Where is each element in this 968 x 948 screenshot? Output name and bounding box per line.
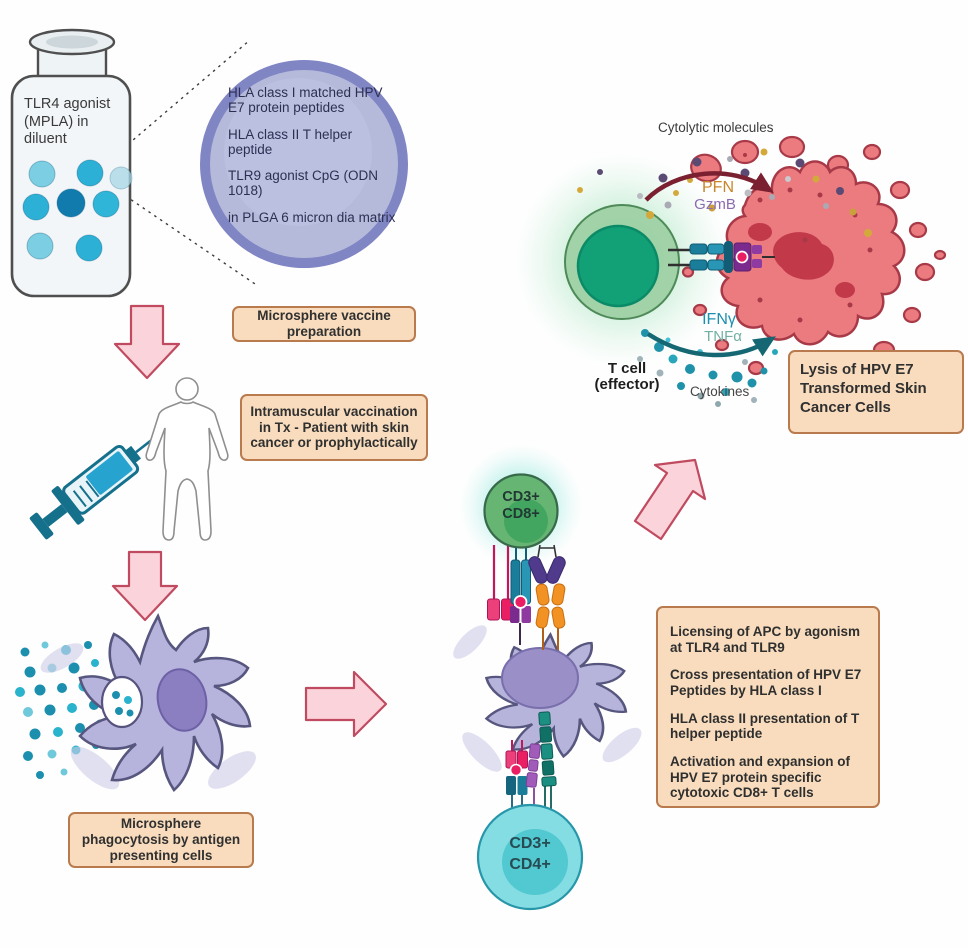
arrow-down-2	[111, 550, 179, 622]
cancer-cells-icon	[681, 135, 947, 391]
flow-arrows	[111, 304, 707, 738]
cd4-line1: CD3+	[509, 835, 551, 852]
cytolytic-arrow	[644, 171, 774, 202]
circle-item: TLR9 agonist CpG (ODN 1018)	[228, 168, 379, 199]
receptor-complex-cd8-apc	[487, 544, 566, 650]
tcell-effector-line2: (effector)	[594, 376, 660, 394]
human-figure-icon	[145, 377, 229, 541]
tcell-effector-label: T cell (effector)	[583, 360, 671, 394]
cd4-tcell-icon	[476, 803, 584, 911]
magnification-dotted-lines	[107, 39, 259, 287]
receptor-complex-tcell-cancer	[668, 241, 775, 273]
apc-cell-center	[453, 625, 642, 772]
microsphere-circle-text: HLA class I matched HPV E7 protein pepti…	[228, 85, 396, 226]
circle-item: HLA class I matched HPV E7 protein pepti…	[228, 85, 383, 115]
microsphere-circle-icon	[200, 60, 408, 268]
arrow-right	[304, 670, 388, 738]
licensing-item: HLA class II presentation of T helper pe…	[670, 710, 860, 742]
vial-label: TLR4 agonist (MPLA) in diluent	[24, 96, 111, 148]
tnfa-label: TNFα	[704, 328, 742, 345]
microsphere-beads	[22, 159, 133, 262]
vial-icon	[10, 28, 133, 298]
cytokine-dots	[637, 329, 778, 407]
apc-center-nucleus	[501, 647, 579, 709]
lysis-box: Lysis of HPV E7 Transformed Skin Cancer …	[788, 350, 964, 434]
licensing-item: Licensing of APC by agonism at TLR4 and …	[670, 624, 861, 655]
licensing-item: Activation and expansion of HPV E7 prote…	[670, 753, 851, 801]
cytokines-label: Cytokines	[690, 384, 750, 399]
cytolytic-molecules-label: Cytolytic molecules	[658, 120, 774, 135]
ifng-label: IFNγ	[702, 311, 736, 328]
cd4-line2: CD4+	[509, 855, 551, 873]
cd8-line1: CD3+	[502, 489, 540, 505]
tcell-effector-icon	[564, 204, 680, 320]
microsphere-dots	[15, 641, 114, 779]
cytokine-arrow	[646, 332, 776, 358]
syringe-icon	[29, 423, 173, 540]
phagocytosis-box: Microsphere phagocytosis by antigen pres…	[68, 812, 254, 868]
tcell-effector-line1: T cell	[607, 360, 647, 377]
apc-left-vacuole	[100, 675, 144, 729]
apc-left-nucleus	[156, 668, 208, 732]
circle-item: in PLGA 6 micron dia matrix	[228, 210, 396, 226]
circle-item: HLA class II T helper peptide	[228, 126, 353, 157]
cd4-cell-label: CD3+ CD4+	[493, 834, 567, 876]
cd8-tcell-icon	[483, 473, 559, 549]
preparation-box: Microsphere vaccine preparation	[232, 306, 416, 342]
pfn-label: PFN	[702, 179, 734, 196]
cd8-line2: CD8+	[502, 506, 540, 523]
licensing-box: Licensing of APC by agonism at TLR4 and …	[656, 606, 880, 808]
arrow-down-1	[113, 304, 181, 380]
apc-cell-left	[40, 614, 256, 792]
gzmb-label: GzmB	[694, 196, 736, 213]
receptor-complex-apc-cd4	[505, 711, 557, 814]
licensing-item: Cross presentation of HPV E7 Peptides by…	[670, 667, 862, 698]
arrow-up-right	[633, 458, 707, 541]
vaccination-box: Intramuscular vaccination in Tx - Patien…	[240, 394, 428, 461]
cd8-cell-label: CD3+ CD8+	[487, 489, 555, 524]
